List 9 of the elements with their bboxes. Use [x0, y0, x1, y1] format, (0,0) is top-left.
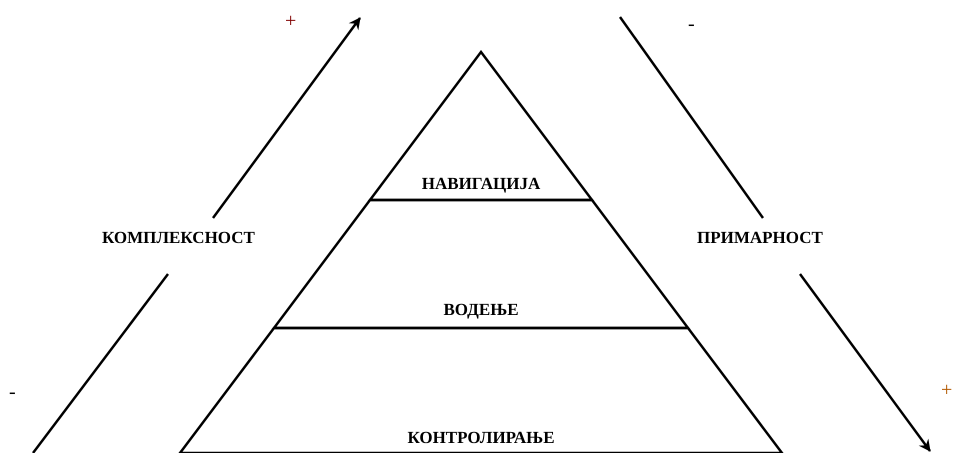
minus-sign: - [9, 382, 16, 402]
plus-sign: + [941, 380, 952, 400]
tier-label: ВОДЕЊЕ [443, 300, 519, 320]
plus-sign: + [285, 11, 296, 31]
tier-label: КОНТРОЛИРАЊЕ [407, 428, 555, 448]
axis-label: КОМПЛЕКСНОСТ [102, 228, 255, 248]
axis-label: ПРИМАРНОСТ [697, 228, 823, 248]
minus-sign: - [688, 14, 695, 34]
tier-label: НАВИГАЦИЈА [422, 174, 540, 194]
